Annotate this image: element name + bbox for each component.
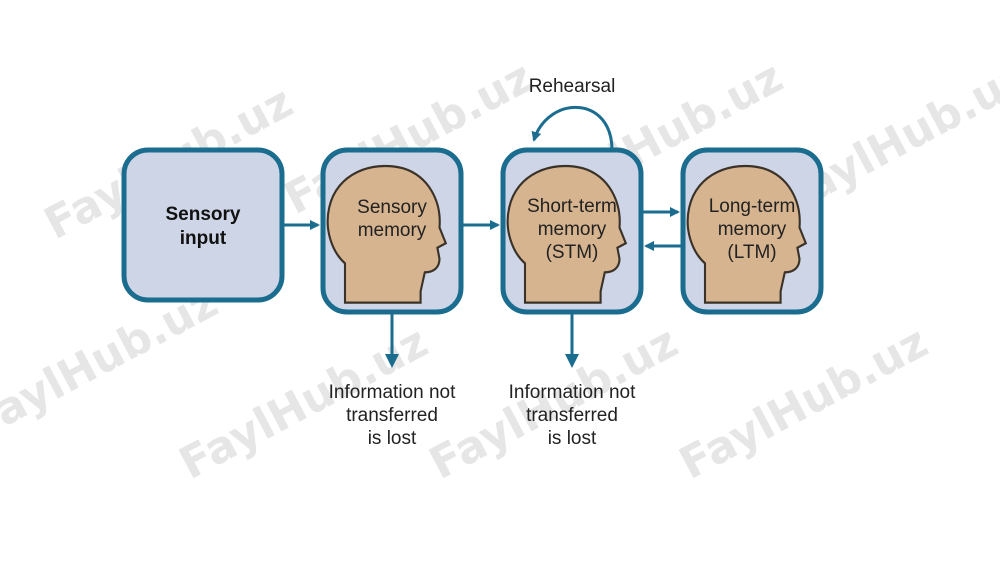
- watermark: FaylHub.uz: [0, 277, 226, 450]
- sensory-input-label-line1: Sensory: [166, 204, 241, 225]
- sensory-input-label-line2: input: [180, 228, 227, 249]
- sensory-loss-line1: Information not: [329, 382, 456, 403]
- watermark: FaylHub.uz: [421, 317, 686, 490]
- short-term-memory-box: Short-term memory (STM): [500, 147, 644, 315]
- sensory-memory-label-line2: memory: [358, 220, 427, 241]
- long-term-memory-box: Long-term memory (LTM): [680, 147, 824, 315]
- stm-label-line3: (STM): [546, 242, 599, 263]
- stm-loss-note: Information not transferred is lost: [509, 382, 636, 449]
- stm-loss-line2: transferred: [526, 405, 618, 426]
- ltm-label-line2: memory: [718, 219, 787, 240]
- ltm-label-line1: Long-term: [709, 196, 796, 217]
- stm-label-line2: memory: [538, 219, 607, 240]
- sensory-input-box: Sensory input: [121, 147, 285, 303]
- sensory-loss-line3: is lost: [368, 428, 417, 449]
- stm-label-line1: Short-term: [527, 196, 617, 217]
- sensory-memory-box: Sensory memory: [320, 147, 464, 315]
- ltm-label-line3: (LTM): [727, 242, 776, 263]
- sensory-memory-label-line1: Sensory: [357, 197, 427, 218]
- rehearsal-label: Rehearsal: [529, 76, 616, 97]
- rehearsal-loop-arrow: [531, 105, 614, 151]
- watermark: FaylHub.uz: [671, 317, 936, 490]
- sensory-loss-note: Information not transferred is lost: [329, 382, 456, 449]
- stm-loss-line3: is lost: [548, 428, 597, 449]
- stm-loss-line1: Information not: [509, 382, 636, 403]
- sensory-loss-line2: transferred: [346, 405, 438, 426]
- watermark: FaylHub.uz: [171, 317, 436, 490]
